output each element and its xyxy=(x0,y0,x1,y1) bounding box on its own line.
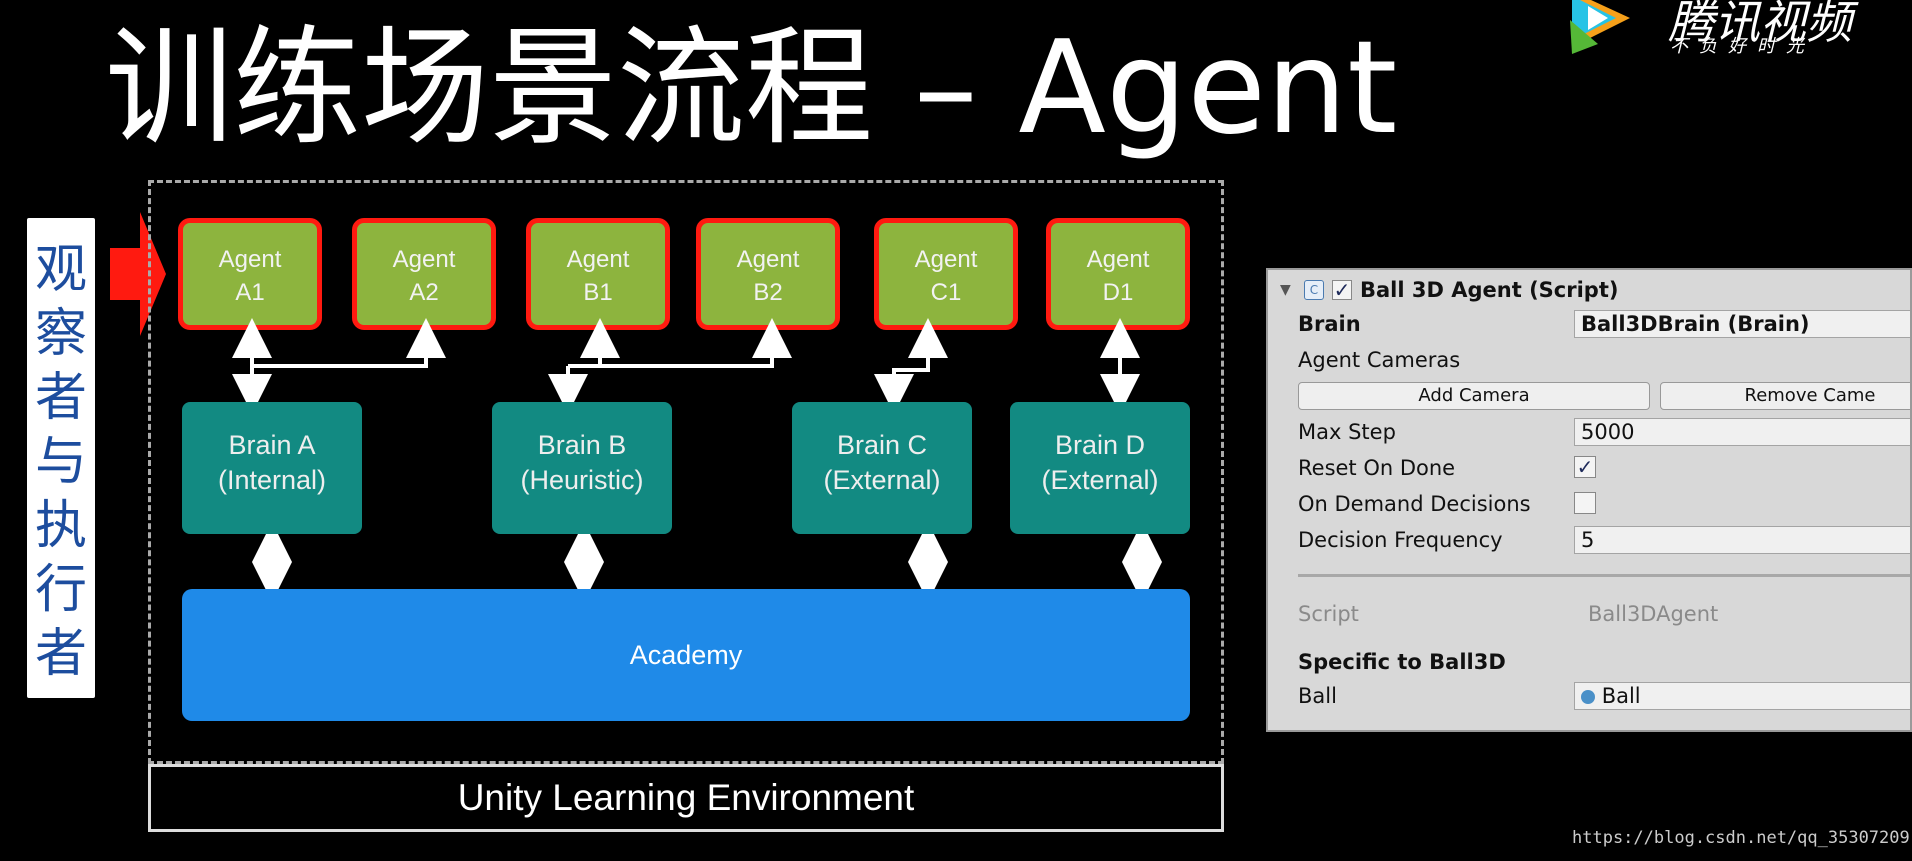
ball-field[interactable]: Ball xyxy=(1574,682,1910,710)
logo-name: 腾讯视频 xyxy=(1668,0,1852,49)
decision-frequency-input[interactable]: 5 xyxy=(1574,526,1910,554)
on-demand-decisions-checkbox[interactable] xyxy=(1574,492,1596,514)
agent-id: B2 xyxy=(753,279,783,306)
agent-d1: Agent D1 xyxy=(1046,218,1190,330)
agent-id: A2 xyxy=(409,279,439,306)
component-title: Ball 3D Agent (Script) xyxy=(1360,278,1619,302)
agent-label: Agent xyxy=(392,246,456,273)
agent-cameras-label: Agent Cameras xyxy=(1298,348,1461,372)
red-arrow-icon xyxy=(110,212,166,336)
brain-label: Brain B xyxy=(537,430,627,460)
brain-a: Brain A (Internal) xyxy=(182,402,362,534)
remove-camera-button[interactable]: Remove Came xyxy=(1660,382,1910,410)
agent-b1: Agent B1 xyxy=(526,218,670,330)
component-enabled-checkbox[interactable]: ✓ xyxy=(1332,278,1352,302)
reset-on-done-checkbox[interactable]: ✓ xyxy=(1574,456,1596,478)
reset-on-done-label: Reset On Done xyxy=(1298,456,1456,480)
watermark-url: https://blog.csdn.net/qq_35307209 xyxy=(1572,828,1910,848)
add-camera-button[interactable]: Add Camera xyxy=(1298,382,1650,410)
agent-id: A1 xyxy=(235,279,265,306)
brain-c: Brain C (External) xyxy=(792,402,972,534)
script-value: Ball3DAgent xyxy=(1588,602,1719,626)
agent-a1: Agent A1 xyxy=(178,218,322,330)
brain-field[interactable]: Ball3DBrain (Brain) xyxy=(1574,310,1910,338)
script-label: Script xyxy=(1298,602,1359,626)
academy-box: Academy xyxy=(182,589,1190,721)
max-step-input[interactable]: 5000 xyxy=(1574,418,1910,446)
specific-section-label: Specific to Ball3D xyxy=(1298,650,1506,674)
ball-label: Ball xyxy=(1298,684,1337,708)
brain-type: (Heuristic) xyxy=(520,465,644,495)
brain-type: (External) xyxy=(823,465,941,495)
ball-field-value: Ball xyxy=(1601,684,1641,708)
unity-learning-environment: Unity Learning Environment xyxy=(148,764,1224,832)
on-demand-decisions-label: On Demand Decisions xyxy=(1298,492,1531,516)
foldout-arrow-icon[interactable]: ▼ xyxy=(1280,282,1291,298)
max-step-label: Max Step xyxy=(1298,420,1396,444)
script-icon: C xyxy=(1304,280,1324,300)
observer-label: 观察者与执行者 xyxy=(27,218,95,698)
agent-container-frame xyxy=(148,180,1224,764)
brain-type: (External) xyxy=(1041,465,1159,495)
brain-label: Brain D xyxy=(1054,430,1146,460)
agent-id: C1 xyxy=(930,279,962,306)
agent-id: B1 xyxy=(583,279,613,306)
logo-slogan: 不负好时光 xyxy=(1670,36,1815,57)
brain-field-value: Ball3DBrain (Brain) xyxy=(1581,312,1810,336)
brain-label: Brain A xyxy=(228,430,316,460)
brain-b: Brain B (Heuristic) xyxy=(492,402,672,534)
page-title: 训练场景流程 – Agent xyxy=(105,14,1398,163)
brain-field-label: Brain xyxy=(1298,312,1361,336)
gameobject-icon xyxy=(1581,690,1595,704)
agent-label: Agent xyxy=(736,246,800,273)
observer-text: 观察者与执行者 xyxy=(35,240,88,684)
brain-d: Brain D (External) xyxy=(1010,402,1190,534)
brain-label: Brain C xyxy=(836,430,928,460)
agent-inspector-panel: ▼ C ✓ Ball 3D Agent (Script) Brain Ball3… xyxy=(1266,268,1912,732)
agent-label: Agent xyxy=(566,246,630,273)
brain-type: (Internal) xyxy=(217,465,327,495)
tencent-video-logo-icon xyxy=(1570,0,1630,54)
agent-label: Agent xyxy=(218,246,282,273)
agent-label: Agent xyxy=(914,246,978,273)
section-divider xyxy=(1298,574,1910,577)
agent-id: D1 xyxy=(1102,279,1134,306)
decision-frequency-label: Decision Frequency xyxy=(1298,528,1503,552)
agent-label: Agent xyxy=(1086,246,1150,273)
agent-a2: Agent A2 xyxy=(352,218,496,330)
